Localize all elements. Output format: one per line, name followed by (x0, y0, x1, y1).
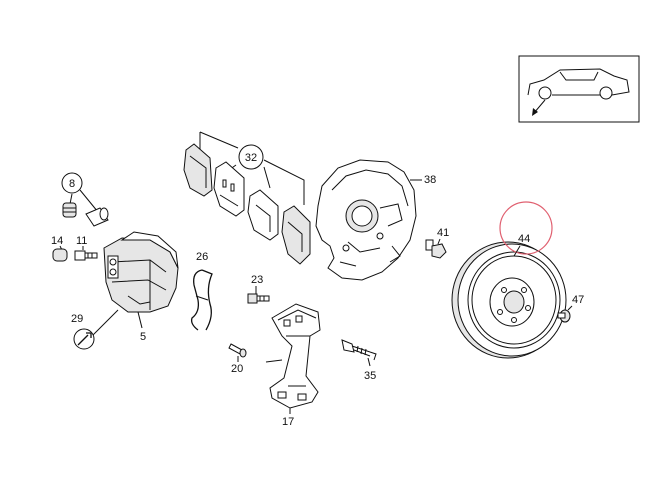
dust-cap (52, 248, 68, 262)
splash-shield-38 (315, 159, 417, 281)
caliper-carrier-17 (265, 303, 321, 409)
brake-pad-4 (281, 205, 311, 265)
part-26-label: 26 (196, 251, 208, 263)
part-35-label: 35 (364, 370, 376, 382)
brake-pad-2 (213, 161, 245, 217)
part-29-label: 29 (71, 313, 83, 325)
wear-sensor-35 (341, 339, 377, 361)
part-41-label: 41 (437, 227, 449, 239)
brake-pad-1 (183, 143, 213, 197)
part-17-label: 17 (282, 416, 294, 428)
part-20-label: 20 (231, 363, 243, 375)
part-11-label: 11 (76, 235, 87, 247)
bolt-41 (425, 239, 447, 259)
locator-arrow-icon (532, 99, 546, 116)
part-8-label: 8 (69, 178, 75, 190)
guide-bushing (62, 202, 77, 218)
brake-pad-3 (247, 189, 279, 241)
bolt-23 (247, 293, 270, 304)
part-8-callout: 8 (61, 172, 99, 213)
part-38-label: 38 (424, 174, 436, 186)
part-14-label: 14 (51, 235, 63, 247)
guide-pin-20 (228, 343, 247, 358)
part-44-highlight (499, 201, 553, 255)
guide-sleeve (85, 207, 109, 227)
screw-47 (557, 309, 571, 323)
brake-disc-44 (451, 241, 567, 359)
brake-caliper (103, 231, 179, 313)
wrench-icon (73, 328, 95, 350)
part-47-label: 47 (572, 294, 584, 306)
part-5-label: 5 (140, 331, 146, 343)
part-23-label: 23 (251, 274, 263, 286)
part-32-label: 32 (245, 152, 257, 164)
bleeder-screw (74, 250, 98, 261)
vehicle-locator-inset (518, 55, 640, 123)
spring-clip (190, 269, 213, 331)
part-44-label: 44 (518, 233, 530, 245)
